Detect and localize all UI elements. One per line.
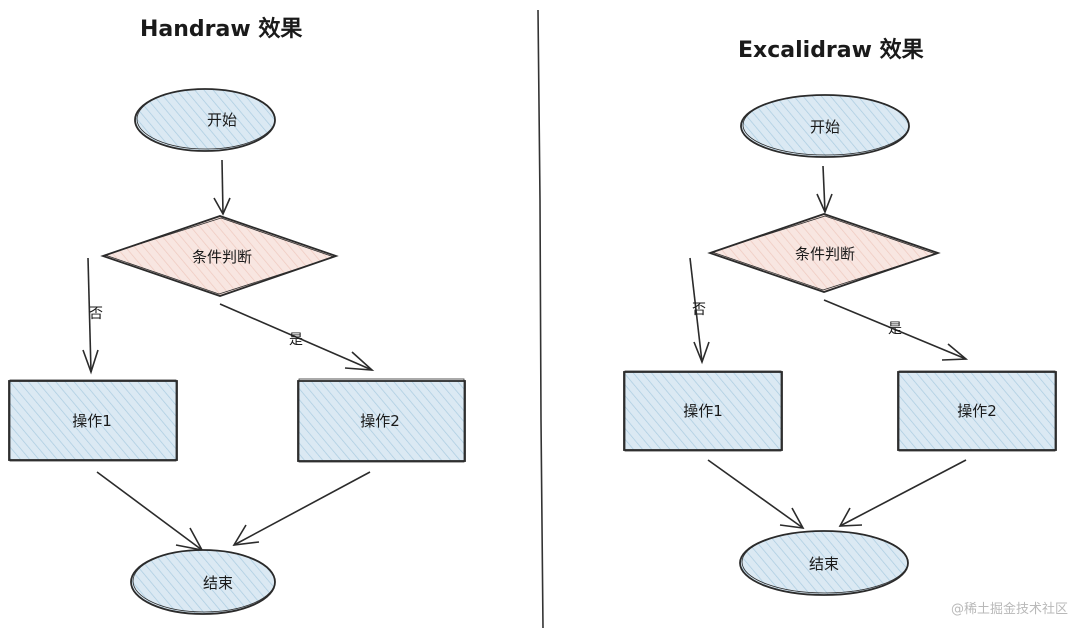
- end-label: 结束: [809, 555, 839, 573]
- edge-no: [689, 257, 710, 365]
- decision-node: 条件判断: [707, 213, 941, 293]
- edge-start-decision: [816, 165, 833, 215]
- start-node: 开始: [134, 88, 276, 152]
- panel-excalidraw: Excalidraw 效果 开始 条件判断 否 是: [623, 37, 1057, 596]
- edge-yes-label: 是: [289, 332, 303, 348]
- operation-1-node: 操作1: [8, 379, 178, 462]
- edge-yes: [823, 299, 969, 361]
- operation-2-label: 操作2: [957, 402, 997, 420]
- end-label: 结束: [203, 574, 233, 592]
- edge-no: [82, 257, 99, 375]
- edge-no-label: 否: [692, 302, 706, 318]
- operation-1-node: 操作1: [623, 370, 783, 452]
- decision-label: 条件判断: [795, 245, 855, 263]
- operation-1-label: 操作1: [72, 412, 112, 430]
- decision-node: 条件判断: [100, 215, 339, 297]
- edge-start-decision: [213, 159, 231, 216]
- edge-yes: [219, 303, 375, 371]
- edge-op1-end: [707, 459, 805, 529]
- start-label: 开始: [207, 111, 237, 129]
- edge-op2-end: [838, 459, 967, 527]
- end-node: 结束: [739, 530, 909, 596]
- operation-2-node: 操作2: [297, 378, 466, 463]
- edge-op1-end: [96, 471, 204, 552]
- operation-2-node: 操作2: [897, 370, 1057, 452]
- decision-label: 条件判断: [192, 248, 252, 266]
- end-node: 结束: [130, 549, 276, 615]
- watermark: @稀土掘金技术社区: [951, 601, 1068, 617]
- panel-title: Handraw 效果: [140, 16, 302, 42]
- panel-title: Excalidraw 效果: [738, 37, 924, 63]
- start-label: 开始: [810, 118, 840, 136]
- operation-2-label: 操作2: [360, 412, 400, 430]
- panel-handraw: Handraw 效果 开始 条件判断 否 是: [8, 16, 466, 615]
- edge-no-label: 否: [89, 306, 103, 322]
- start-node: 开始: [740, 94, 910, 158]
- panel-divider: [537, 9, 544, 629]
- edge-op2-end: [232, 471, 371, 546]
- operation-1-label: 操作1: [683, 402, 723, 420]
- edge-yes-label: 是: [888, 321, 902, 337]
